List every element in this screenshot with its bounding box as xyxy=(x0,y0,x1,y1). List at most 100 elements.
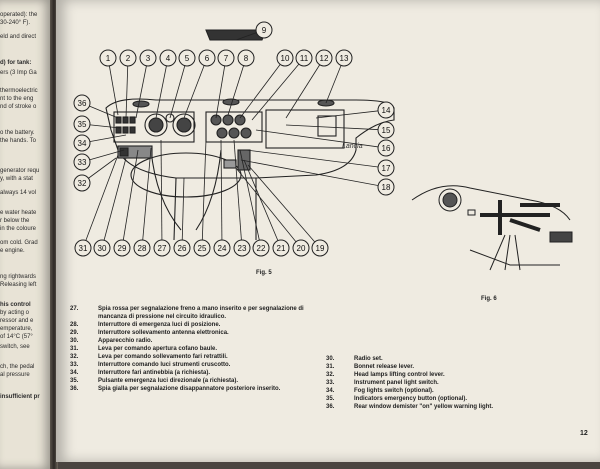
left-page-text-fragment: al pressure xyxy=(0,372,30,378)
callout-35: 35 xyxy=(73,115,121,133)
legend-text: Bonnet release lever. xyxy=(354,364,415,370)
legend-row: 31. Leva per comando apertura cofano baul… xyxy=(70,345,320,353)
legend-text: Interruttore comando luci strumenti crus… xyxy=(98,362,231,368)
left-page-text-fragment: e engine. xyxy=(0,248,25,254)
callout-10: 10 xyxy=(239,49,294,119)
legend-number: 31. xyxy=(70,346,79,352)
callout-34: 34 xyxy=(73,134,127,152)
callout-number: 18 xyxy=(382,183,391,192)
callout-18: 18 xyxy=(240,159,395,196)
callout-number: 25 xyxy=(198,244,207,253)
callout-9: 9 xyxy=(235,21,273,41)
left-page-text-fragment: the hands. To xyxy=(0,138,36,144)
callout-number: 31 xyxy=(79,244,88,253)
left-page-text-fragment: nt to the eng xyxy=(0,96,34,102)
callout-32: 32 xyxy=(73,157,117,192)
left-page-text-fragment: nd of stroke o xyxy=(0,104,37,110)
legend-text: Interruttore di emergenza luci di posizi… xyxy=(98,322,221,328)
callout-36: 36 xyxy=(73,94,119,119)
figure-6-caption: Fig. 6 xyxy=(481,296,497,302)
legend-row: 33.Interruttore comando luci strumenti c… xyxy=(70,361,320,369)
callout-6: 6 xyxy=(183,49,216,119)
left-page-text-fragment: eld and direct xyxy=(0,34,37,40)
left-page-text-fragment: his control xyxy=(0,302,31,308)
callout-number: 26 xyxy=(178,244,187,253)
legend-number: 35. xyxy=(326,396,335,402)
left-page-text-fragment: om cold. Grad xyxy=(0,240,38,246)
legend-text: Interruttore sollevamento antenna elettr… xyxy=(98,330,229,336)
legend-text: Instrument panel light switch. xyxy=(354,380,439,386)
legend-number: 30. xyxy=(326,356,335,362)
left-page-text-fragment: ch, the pedal xyxy=(0,364,35,370)
callout-11: 11 xyxy=(251,49,313,121)
callout-4: 4 xyxy=(155,49,177,119)
callout-number: 33 xyxy=(78,158,87,167)
left-page-text-fragment: thermoelectric xyxy=(0,88,38,94)
callout-19: 19 xyxy=(247,164,329,257)
legend-row: 31.Bonnet release lever. xyxy=(326,363,588,371)
left-page-text-fragment: e water heate xyxy=(0,210,37,216)
callout-number: 29 xyxy=(118,244,127,253)
callout-3: 3 xyxy=(135,49,157,119)
callout-17: 17 xyxy=(245,149,395,177)
callout-number: 4 xyxy=(166,54,171,63)
callout-5: 5 xyxy=(169,49,196,119)
legend-text: Spia gialla per segnalazione disappannat… xyxy=(98,386,281,392)
left-page-text-fragment: emperature, xyxy=(0,326,33,332)
callout-25: 25 xyxy=(193,139,211,257)
callout-number: 23 xyxy=(238,244,247,253)
callout-29: 29 xyxy=(113,149,139,257)
legend-row: 32. Head lamps lifting control lever. xyxy=(326,371,588,379)
legend-text: Leva per comando apertura cofano baule. xyxy=(98,346,218,352)
callout-28: 28 xyxy=(133,147,152,257)
legend-row: 30.Apparecchio radio. xyxy=(70,337,320,345)
callout-15: 15 xyxy=(285,121,395,139)
legend-text: Head lamps lifting control lever. xyxy=(354,372,445,378)
left-page-text-fragment: ers (3 Imp Ga xyxy=(0,70,37,76)
callout-number: 20 xyxy=(297,244,306,253)
legend-text: Rear window demister "on" yellow warning… xyxy=(354,404,494,410)
book-gutter xyxy=(50,0,58,469)
left-page-text-fragment: o the battery. xyxy=(0,130,35,136)
legend-english: 30. Radio set.31.Bonnet release lever.32.… xyxy=(326,355,588,411)
callout-8: 8 xyxy=(227,49,255,116)
callout-24: 24 xyxy=(213,139,231,257)
dash-script: Lancia xyxy=(342,143,363,150)
page-number: 12 xyxy=(580,430,588,437)
legend-row: 36.Spia gialla per segnalazione disappan… xyxy=(70,385,320,393)
callout-number: 27 xyxy=(158,244,167,253)
left-page-text-fragment: Releasing left xyxy=(0,282,37,288)
callout-number: 8 xyxy=(244,54,249,63)
legend-text: Indicators emergency button (optional). xyxy=(354,396,468,402)
legend-number: 30. xyxy=(70,338,79,344)
legend-row: 36. Rear window demister "on" yellow warn… xyxy=(326,403,588,411)
legend-row: 35.Pulsante emergenza luci direzionale (… xyxy=(70,377,320,385)
callout-number: 10 xyxy=(281,54,290,63)
callout-33: 33 xyxy=(73,149,125,171)
callout-number: 36 xyxy=(78,99,87,108)
legend-number: 32. xyxy=(326,372,335,378)
callout-21: 21 xyxy=(243,159,290,257)
left-page-text-fragment: by acting o xyxy=(0,310,30,316)
legend-number: 34. xyxy=(70,370,79,376)
legend-row: 35. Indicators emergency button (optional… xyxy=(326,395,588,403)
callout-number: 13 xyxy=(340,54,349,63)
legend-number: 29. xyxy=(70,330,79,336)
legend-row: 33.Instrument panel light switch. xyxy=(326,379,588,387)
callout-number: 19 xyxy=(316,244,325,253)
legend-row: 34.Fog lights switch (optional). xyxy=(326,387,588,395)
legend-row: 28.Interruttore di emergenza luci di pos… xyxy=(70,321,320,329)
callout-12: 12 xyxy=(285,49,333,119)
legend-text: Interruttore fari antinebbia (a richiest… xyxy=(98,370,211,376)
callout-number: 7 xyxy=(224,54,229,63)
callout-number: 30 xyxy=(98,244,107,253)
callout-1: 1 xyxy=(99,49,119,116)
legend-row: 27.Spia rossa per segnalazione freno a m… xyxy=(70,305,320,321)
legend-text: Radio set. xyxy=(354,356,383,362)
legend-text: Spia rossa per segnalazione freno a mano… xyxy=(98,306,304,320)
legend-number: 36. xyxy=(326,404,335,410)
left-page-text-fragment: y, with a stat xyxy=(0,176,33,182)
legend-row: 29. Interruttore sollevamento antenna ele… xyxy=(70,329,320,337)
